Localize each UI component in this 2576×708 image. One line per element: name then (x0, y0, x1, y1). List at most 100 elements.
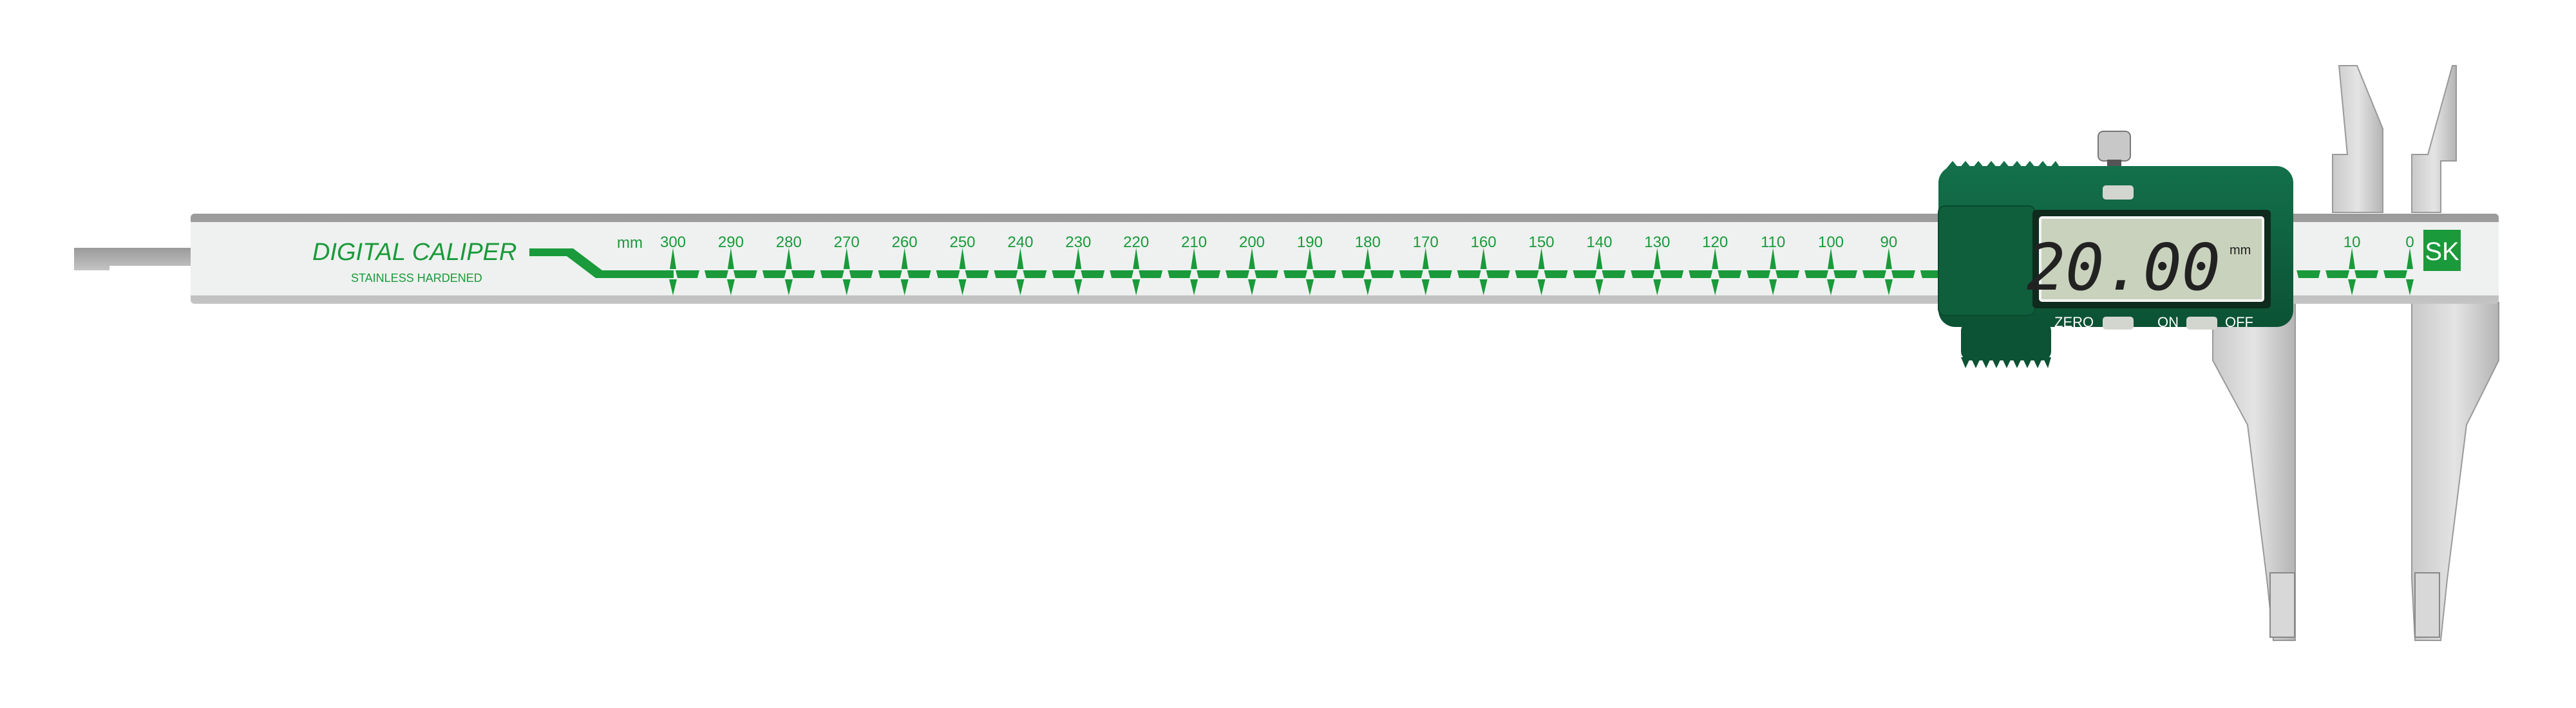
scale-band-segment (1370, 270, 1394, 278)
product-title: DIGITAL CALIPER (312, 239, 516, 266)
scale-label: 150 (1528, 234, 1554, 251)
scale-band-segment (1168, 270, 1192, 278)
scale-label: 110 (1761, 234, 1785, 251)
zero-button[interactable] (2103, 317, 2134, 330)
svg-text:SK: SK (2425, 238, 2459, 266)
scale-band-segment (1660, 270, 1684, 278)
scale-label: 270 (834, 234, 860, 251)
product-subtitle: STAINLESS HARDENED (351, 272, 482, 284)
scale-band-segment (2297, 270, 2321, 278)
scale-label: 90 (1880, 234, 1898, 251)
scale-band-segment (1689, 270, 1713, 278)
major-tick (1248, 248, 1256, 295)
scale-label: 260 (892, 234, 918, 251)
scale-band-segment (1718, 270, 1742, 278)
lcd-unit: mm (2230, 243, 2251, 257)
title-stripe (529, 248, 674, 278)
scale-band-segment (1312, 270, 1336, 278)
major-tick (1074, 248, 1083, 295)
major-tick (900, 248, 909, 295)
scale-label: 220 (1123, 234, 1149, 251)
thumb-wheel[interactable] (2098, 131, 2131, 162)
scale-band-segment (2325, 270, 2350, 278)
scale-band-segment (1747, 270, 1771, 278)
scale-band-segment (1341, 270, 1365, 278)
lcd-screen (2039, 216, 2264, 302)
major-tick (1479, 248, 1488, 295)
scale-band-segment (878, 270, 902, 278)
scale-band-segment (762, 270, 786, 278)
scale-band-segment (1862, 270, 1886, 278)
scale-label: 100 (1818, 234, 1844, 251)
major-tick (1132, 248, 1141, 295)
scale-band-segment (1110, 270, 1134, 278)
scale-band-segment (1486, 270, 1510, 278)
depth-rod (74, 248, 191, 270)
scale-band-segment (1631, 270, 1655, 278)
scale-label: 130 (1644, 234, 1670, 251)
major-tick (1769, 248, 1777, 295)
major-tick (1305, 248, 1314, 295)
sk-logo: SK (2423, 230, 2461, 271)
major-tick (1190, 248, 1198, 295)
major-tick (1653, 248, 1662, 295)
scale-label: 250 (949, 234, 975, 251)
scale-label: 10 (2344, 234, 2361, 251)
scale-label: 280 (776, 234, 802, 251)
scale-label: 190 (1297, 234, 1323, 251)
scale-band-segment (994, 270, 1018, 278)
scale-label: 200 (1239, 234, 1265, 251)
scale-band-segment (676, 270, 699, 278)
lcd-reading: 20.00 (2027, 230, 2221, 305)
scale-label: 120 (1702, 234, 1728, 251)
scale-band-segment (1283, 270, 1307, 278)
major-tick (1537, 248, 1546, 295)
hold-button[interactable] (2103, 185, 2134, 200)
scale-band-segment (1776, 270, 1800, 278)
scale-band-segment (791, 270, 815, 278)
scale-label: 230 (1065, 234, 1091, 251)
major-tick (1827, 248, 1835, 295)
scale-band-segment (936, 270, 960, 278)
on-off-button[interactable] (2186, 317, 2217, 330)
major-tick (784, 248, 793, 295)
on-label: ON (2157, 314, 2179, 330)
display-housing: 20.00 mm ZERO ON OFF (1938, 131, 2293, 368)
upper-jaw-movable (2332, 65, 2383, 213)
scale-band-segment (1197, 270, 1221, 278)
scale-label: 0 (2405, 234, 2414, 251)
major-tick (1016, 248, 1025, 295)
scale-band-segment (1081, 270, 1105, 278)
major-tick (1363, 248, 1372, 295)
scale-band-segment (1891, 270, 1915, 278)
major-tick (669, 248, 677, 295)
scale-label: 140 (1586, 234, 1612, 251)
scale-band-segment (1226, 270, 1249, 278)
scale-band-segment (1515, 270, 1539, 278)
scale-band-segment (1052, 270, 1076, 278)
scale-band-segment (733, 270, 757, 278)
scale-band-segment (1428, 270, 1452, 278)
scale-label: 300 (660, 234, 686, 251)
major-tick (726, 248, 735, 295)
scale-band-segment (1804, 270, 1828, 278)
major-tick (1421, 248, 1430, 295)
lower-jaw-fixed (2411, 302, 2499, 641)
scale-band-segment (704, 270, 728, 278)
scale-band-segment (1602, 270, 1626, 278)
scale-band-segment (1544, 270, 1568, 278)
major-tick (1884, 248, 1893, 295)
jaw-tip-fixed (2414, 572, 2440, 638)
scale-label: 160 (1471, 234, 1497, 251)
zero-label: ZERO (2054, 314, 2094, 330)
scale-band-segment (1139, 270, 1163, 278)
scale-label: 240 (1007, 234, 1033, 251)
scale-label: 210 (1181, 234, 1207, 251)
scale-band-segment (1833, 270, 1857, 278)
off-label: OFF (2225, 314, 2253, 330)
scale-band-segment (2383, 270, 2407, 278)
major-tick (2348, 248, 2356, 295)
major-tick (1595, 248, 1604, 295)
scale-band-segment (2354, 270, 2379, 278)
